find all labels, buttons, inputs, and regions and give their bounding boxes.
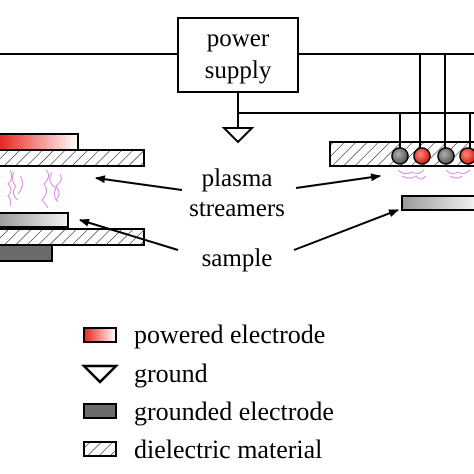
- legend-ground-label: ground: [134, 359, 208, 388]
- legend-ground-icon: [80, 364, 120, 384]
- plasma-label-line2: streamers: [189, 195, 285, 222]
- legend-item-dielectric: dielectric material: [83, 435, 322, 464]
- left-upper-dielectric: [0, 149, 145, 167]
- left-plasma-streamers: [7, 169, 62, 209]
- ground-symbol: [221, 127, 255, 144]
- legend-dielectric-swatch: [83, 441, 117, 457]
- right-sample: [401, 195, 474, 211]
- left-setup: [0, 133, 145, 262]
- left-sample: [0, 212, 69, 228]
- right-setup: [329, 141, 474, 211]
- sample-label: sample: [202, 245, 273, 272]
- legend-powered-label: powered electrode: [134, 320, 325, 349]
- power-supply-label-line1: power: [207, 25, 270, 52]
- right-grounded-electrode-2: [437, 147, 455, 165]
- arrows: [79, 173, 399, 251]
- legend: powered electrode ground grounded electr…: [80, 320, 334, 464]
- wiring: [0, 53, 474, 150]
- right-grounded-electrode-1: [391, 147, 409, 165]
- right-plasma-streamers: [397, 169, 471, 180]
- legend-grounded-label: grounded electrode: [134, 397, 334, 426]
- left-lower-dielectric: [0, 228, 145, 246]
- legend-item-ground: ground: [80, 359, 208, 388]
- right-powered-electrode-2: [459, 147, 474, 165]
- arrow-sample-right: [293, 209, 399, 251]
- legend-dielectric-label: dielectric material: [134, 435, 322, 464]
- power-supply-box: power supply: [177, 17, 299, 93]
- power-supply-label-line2: supply: [205, 57, 272, 84]
- legend-item-powered: powered electrode: [83, 320, 325, 349]
- legend-item-grounded: grounded electrode: [83, 397, 334, 426]
- legend-powered-swatch: [83, 327, 117, 343]
- left-powered-electrode: [0, 133, 79, 151]
- plasma-label-line1: plasma: [202, 165, 273, 192]
- left-grounded-electrode: [0, 244, 53, 262]
- arrow-plasma-right: [295, 173, 381, 189]
- legend-grounded-swatch: [83, 403, 117, 419]
- arrow-sample-left: [79, 218, 179, 251]
- right-powered-electrode-1: [413, 147, 431, 165]
- arrow-plasma-left: [95, 175, 183, 191]
